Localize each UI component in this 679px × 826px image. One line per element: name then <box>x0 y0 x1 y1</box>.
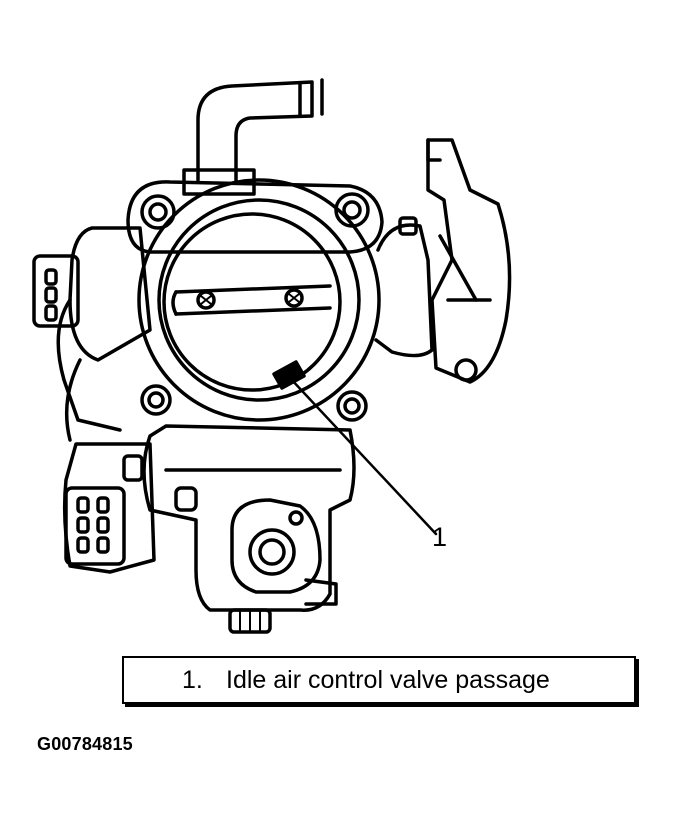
throttle-plate <box>171 284 332 316</box>
legend-number: 1. <box>182 666 203 694</box>
lower-flange <box>140 384 368 422</box>
top-pipe <box>182 78 324 196</box>
legend-entry: 1. Idle air control valve passage <box>182 668 550 693</box>
figure-id: G00784815 <box>37 734 133 754</box>
callout-number: 1 <box>432 522 448 552</box>
left-housing <box>56 226 152 442</box>
throttle-position-sensor-connector <box>32 254 80 328</box>
iac-motor-cap <box>230 498 322 594</box>
legend-label: Idle air control valve passage <box>226 666 550 694</box>
idle-air-control-passage <box>272 360 306 390</box>
throttle-linkage <box>374 138 512 384</box>
throttle-bore <box>137 178 381 422</box>
iac-valve-connector <box>62 442 156 574</box>
legend-box: 1. Idle air control valve passage <box>122 656 636 704</box>
callout-leader-line <box>288 376 438 536</box>
idle-air-control-valve-body <box>142 424 356 634</box>
